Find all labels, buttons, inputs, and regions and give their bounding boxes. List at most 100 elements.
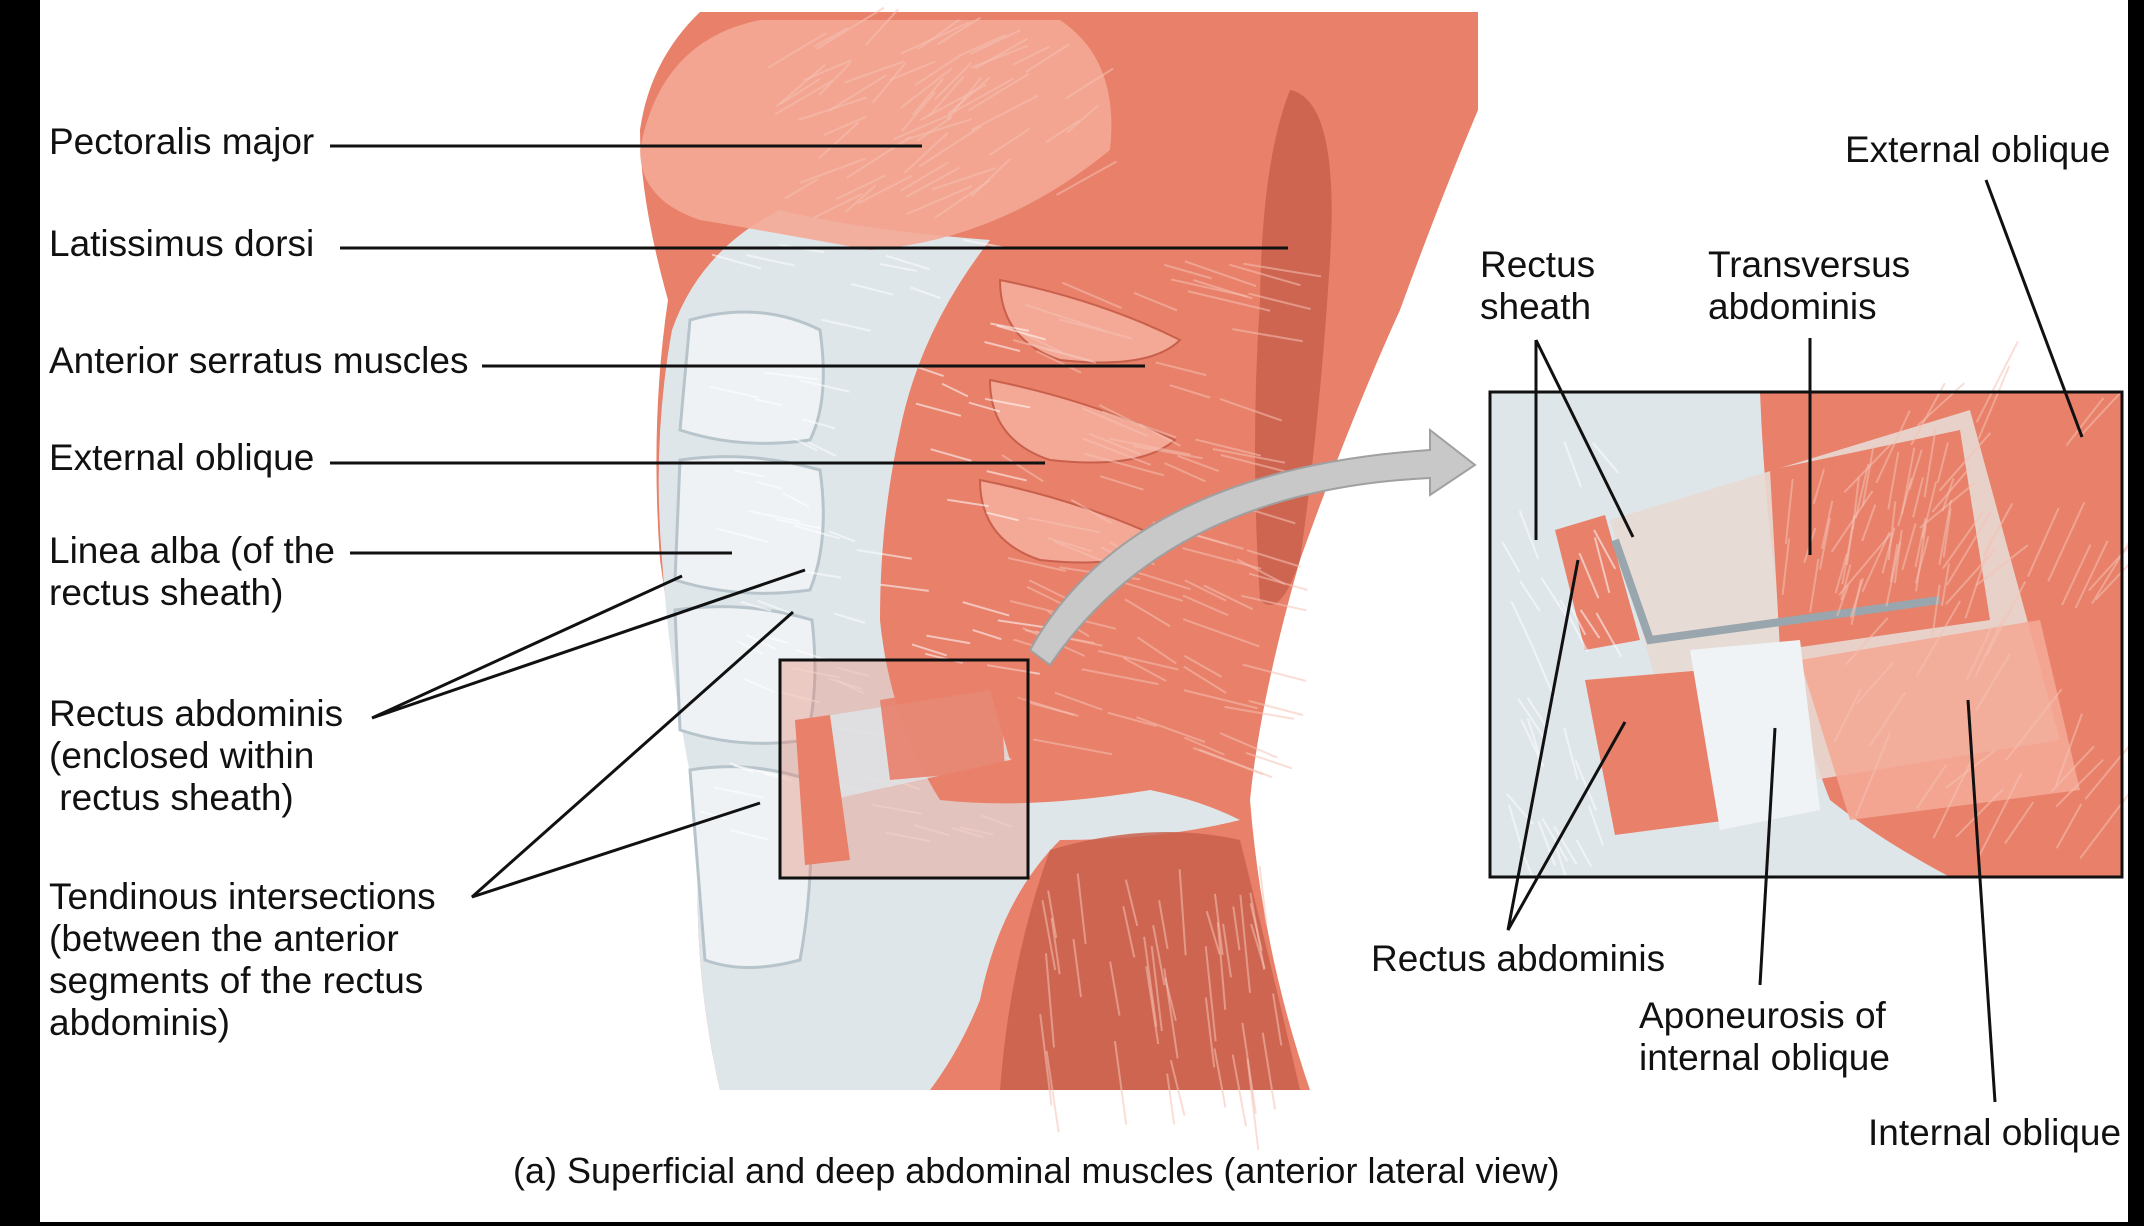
- fiber-stroke: [971, 94, 1039, 131]
- fiber-stroke: [1045, 119, 1081, 144]
- fiber-stroke: [1065, 67, 1114, 100]
- fiber-stroke: [1830, 490, 1874, 553]
- fiber-stroke: [2061, 544, 2092, 606]
- fiber-stroke: [1553, 825, 1578, 865]
- inset-rectus-upper: [1555, 515, 1640, 650]
- fiber-stroke: [2074, 540, 2109, 609]
- fiber-stroke: [925, 652, 964, 665]
- serratus-digitations: [978, 278, 1182, 564]
- fiber-stroke: [990, 322, 1029, 332]
- fiber-stroke: [845, 135, 912, 179]
- fiber-stroke: [1054, 691, 1103, 711]
- fiber-stroke: [729, 762, 755, 774]
- fiber-stroke: [879, 583, 929, 592]
- fiber-stroke: [1820, 500, 1834, 550]
- fiber-stroke: [1122, 656, 1167, 682]
- fiber-stroke: [716, 527, 769, 544]
- fiber-stroke: [1184, 579, 1227, 602]
- fiber-stroke: [2055, 759, 2104, 808]
- fiber-stroke: [792, 437, 818, 452]
- fiber-stroke: [1248, 699, 1304, 717]
- fiber-stroke: [1183, 689, 1258, 710]
- fiber-stroke: [763, 635, 789, 644]
- fiber-stroke: [1143, 936, 1158, 1027]
- fiber-stroke: [900, 67, 953, 109]
- fiber-stroke: [2026, 507, 2060, 578]
- fiber-stroke: [1964, 536, 1994, 619]
- fiber-stroke: [905, 166, 960, 198]
- fiber-stroke: [764, 371, 819, 381]
- fiber-stroke: [856, 548, 912, 560]
- fiber-stroke: [917, 366, 944, 378]
- fiber-stroke: [2005, 688, 2063, 761]
- fiber-stroke: [1977, 365, 2011, 440]
- fiber-stroke: [1033, 738, 1113, 756]
- fiber-stroke: [1955, 788, 2004, 838]
- fiber-stroke: [1213, 893, 1224, 956]
- fiber-stroke: [1579, 609, 1601, 639]
- fiber-stroke: [2055, 803, 2083, 849]
- fiber-stroke: [746, 634, 777, 650]
- label-internal-oblique: Internal oblique: [1868, 1112, 2122, 1153]
- fiber-stroke: [1248, 292, 1311, 311]
- fiber-stroke: [1833, 688, 1863, 742]
- fiber-stroke: [1975, 340, 2019, 423]
- fiber-stroke: [1150, 945, 1163, 1032]
- fiber-stroke: [1107, 711, 1157, 728]
- fiber-stroke: [1893, 529, 1903, 584]
- fiber-stroke: [1242, 663, 1307, 682]
- label-rectus-abdominis-left: Rectus abdominis (enclosed within rectus…: [49, 693, 344, 818]
- fiber-stroke: [1569, 605, 1587, 636]
- fiber-stroke: [1784, 478, 1794, 545]
- fiber-stroke: [775, 63, 826, 108]
- inset-rectus-lower: [1585, 670, 1730, 835]
- fiber-stroke: [1940, 563, 1950, 606]
- fiber-stroke: [828, 74, 887, 112]
- fiber-stroke: [899, 161, 949, 192]
- fiber-stroke: [1575, 839, 1592, 867]
- fiber-stroke: [1083, 452, 1165, 477]
- fiber-stroke: [1163, 968, 1179, 1059]
- fiber-stroke: [1113, 1041, 1128, 1125]
- fiber-stroke: [917, 18, 960, 51]
- fiber-stroke: [1076, 873, 1087, 944]
- fiber-stroke: [871, 62, 907, 104]
- fiber-stroke: [1178, 869, 1187, 956]
- fiber-stroke: [794, 524, 840, 540]
- leader-aponeurosis: [1758, 727, 1777, 986]
- label-anterior-serratus: Anterior serratus muscles: [49, 340, 469, 381]
- fiber-stroke: [981, 814, 1013, 828]
- fiber-stroke: [1122, 906, 1136, 958]
- fiber-stroke: [1122, 581, 1184, 602]
- fiber-stroke: [1861, 504, 1877, 542]
- fiber-stroke: [1081, 668, 1159, 686]
- fiber-stroke: [713, 786, 765, 799]
- fiber-stroke: [823, 115, 868, 136]
- fiber-stroke: [1082, 437, 1152, 466]
- fiber-stroke: [915, 402, 962, 417]
- inset-sheath-fold: [1611, 538, 1941, 645]
- fiber-stroke: [775, 518, 822, 530]
- fiber-stroke: [1177, 454, 1220, 472]
- fiber-stroke: [736, 640, 764, 655]
- fiber-stroke: [1915, 764, 1947, 810]
- fiber-stroke: [807, 441, 837, 457]
- fiber-stroke: [833, 612, 866, 624]
- fiber-stroke: [1164, 462, 1206, 483]
- fiber-stroke: [1212, 448, 1286, 464]
- fiber-stroke: [970, 157, 1012, 198]
- fiber-stroke: [1517, 698, 1546, 740]
- fiber-stroke: [1861, 531, 1891, 593]
- fiber-stroke: [901, 91, 936, 132]
- fiber-stroke: [857, 175, 913, 205]
- fiber-stroke: [906, 185, 973, 215]
- fiber-stroke: [1978, 772, 2023, 857]
- fiber-stroke: [740, 600, 772, 612]
- fiber-stroke: [1136, 716, 1206, 744]
- fiber-stroke: [946, 77, 982, 121]
- fiber-stroke: [815, 6, 885, 50]
- fiber-stroke: [1592, 442, 1620, 474]
- fiber-stroke: [1109, 437, 1191, 456]
- fiber-stroke: [1231, 1054, 1247, 1127]
- fiber-stroke: [802, 418, 836, 430]
